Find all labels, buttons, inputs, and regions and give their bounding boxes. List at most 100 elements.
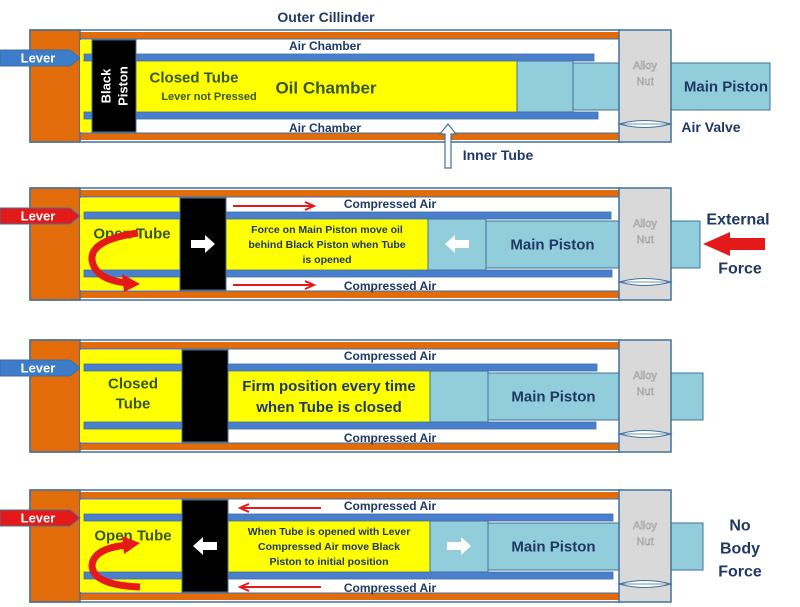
oil-chamber-label: is opened [302,254,351,266]
tube-state-label: Closed Tube [150,70,239,87]
lever-handle [0,49,81,67]
tube-state-label: Tube [116,396,151,413]
end-cap [29,187,81,301]
black-piston-label-line: Black [99,68,114,103]
air-label-top: Compressed Air [344,499,437,513]
inner-tube-wall-top [83,211,612,220]
outer-cylinder-label: Outer Cillinder [277,9,375,25]
side-label: Force [718,564,762,581]
lever-label: Lever [21,511,56,526]
black-piston [181,349,229,443]
main-piston-label: Main Piston [510,237,594,254]
outer-wall-bottom [80,291,620,298]
alloy-nut-label: Alloy [633,218,657,230]
black-piston [91,39,137,133]
lever-valve [80,362,84,374]
air-flow-arrowhead [304,201,317,211]
main-piston-label: Main Piston [511,539,595,556]
oil-chamber-label: behind Black Piston when Tube [248,239,405,251]
main-piston-label: Main Piston [684,79,768,96]
air-label-bottom: Compressed Air [344,431,437,445]
side-label: Body [720,541,760,558]
lever-handle [0,359,81,377]
outer-wall-bottom [80,443,620,450]
oil-chamber-label: When Tube is opened with Lever [248,526,411,538]
oil-flow-curve [88,541,141,591]
air-label-bottom: Air Chamber [289,121,361,135]
alloy-nut-label: Nut [636,76,653,88]
outer-wall-top [80,492,620,499]
outer-wall-top [80,190,620,197]
lever-label: Lever [21,51,56,66]
outer-wall-top [80,342,620,349]
main-piston-direction-arrow [445,235,469,253]
lever-label: Lever [21,209,56,224]
inner-tube-wall-bottom [83,421,597,430]
tube-state-label: Open Tube [94,528,171,545]
oil-chamber-label: Force on Main Piston move oil [251,224,403,236]
inner-tube-label: Inner Tube [463,147,534,163]
end-cap [29,339,81,453]
air-label-bottom: Compressed Air [344,279,437,293]
lever-handle [0,207,81,225]
air-valve-label: Air Valve [681,119,740,135]
inner-tube-wall-top [83,53,595,62]
inner-tube-wall-bottom [83,269,613,278]
outer-wall-bottom [80,593,620,600]
air-flow-arrowhead [237,503,250,513]
oil-chamber [225,218,429,271]
air-label-top: Compressed Air [344,349,437,363]
side-label: Force [718,261,762,278]
black-piston-direction-arrow [193,537,217,555]
oil-flow-arrowhead [122,536,140,554]
oil-flow-arrowhead [122,274,140,292]
inner-tube-wall-top [83,513,614,522]
lever-label: Lever [21,361,56,376]
tube-substate-label: Lever not Pressed [161,91,256,103]
alloy-nut-label: Alloy [633,520,657,532]
inner-tube-wall-bottom [83,111,599,120]
alloy-nut-label: Alloy [633,370,657,382]
oil-chamber-label: when Tube is closed [255,399,402,416]
oil-chamber-label: Oil Chamber [275,79,376,98]
black-piston-label-line: Piston [116,66,131,106]
tube-state-label: Closed [108,376,158,393]
oil-chamber [227,520,431,573]
lever-handle [0,509,81,527]
oil-chamber-label: Piston to initial position [270,556,389,568]
inner-tube-wall-top [83,363,598,372]
air-flow-arrowhead [237,582,250,592]
inner-tube-pointer-arrow [438,123,458,169]
air-label-top: Air Chamber [289,39,361,53]
main-piston-direction-arrow [447,537,471,555]
alloy-nut-label: Alloy [633,60,657,72]
oil-chamber [227,370,431,423]
oil-chamber-label: Firm position every time [242,378,415,395]
outer-wall-top [80,32,620,39]
outer-wall-bottom [80,133,620,140]
air-label-bottom: Compressed Air [344,581,437,595]
oil-chamber [135,60,518,113]
alloy-nut-label: Nut [636,386,653,398]
air-flow-arrowhead [304,280,317,290]
oil-flow-curve [88,229,139,287]
oil-chamber-label: Compressed Air move Black [258,541,400,553]
side-label: External [706,212,769,229]
lever-valve [80,52,84,64]
main-piston-head [429,370,489,423]
external-force-arrow [703,232,765,256]
end-cap [29,29,81,143]
oil-reservoir-left [80,40,92,132]
alloy-nut-label: Nut [636,234,653,246]
air-label-top: Compressed Air [344,197,437,211]
black-piston-direction-arrow [191,235,215,253]
alloy-nut-label: Nut [636,536,653,548]
end-cap [29,489,81,603]
inner-tube-wall-bottom [83,571,614,580]
